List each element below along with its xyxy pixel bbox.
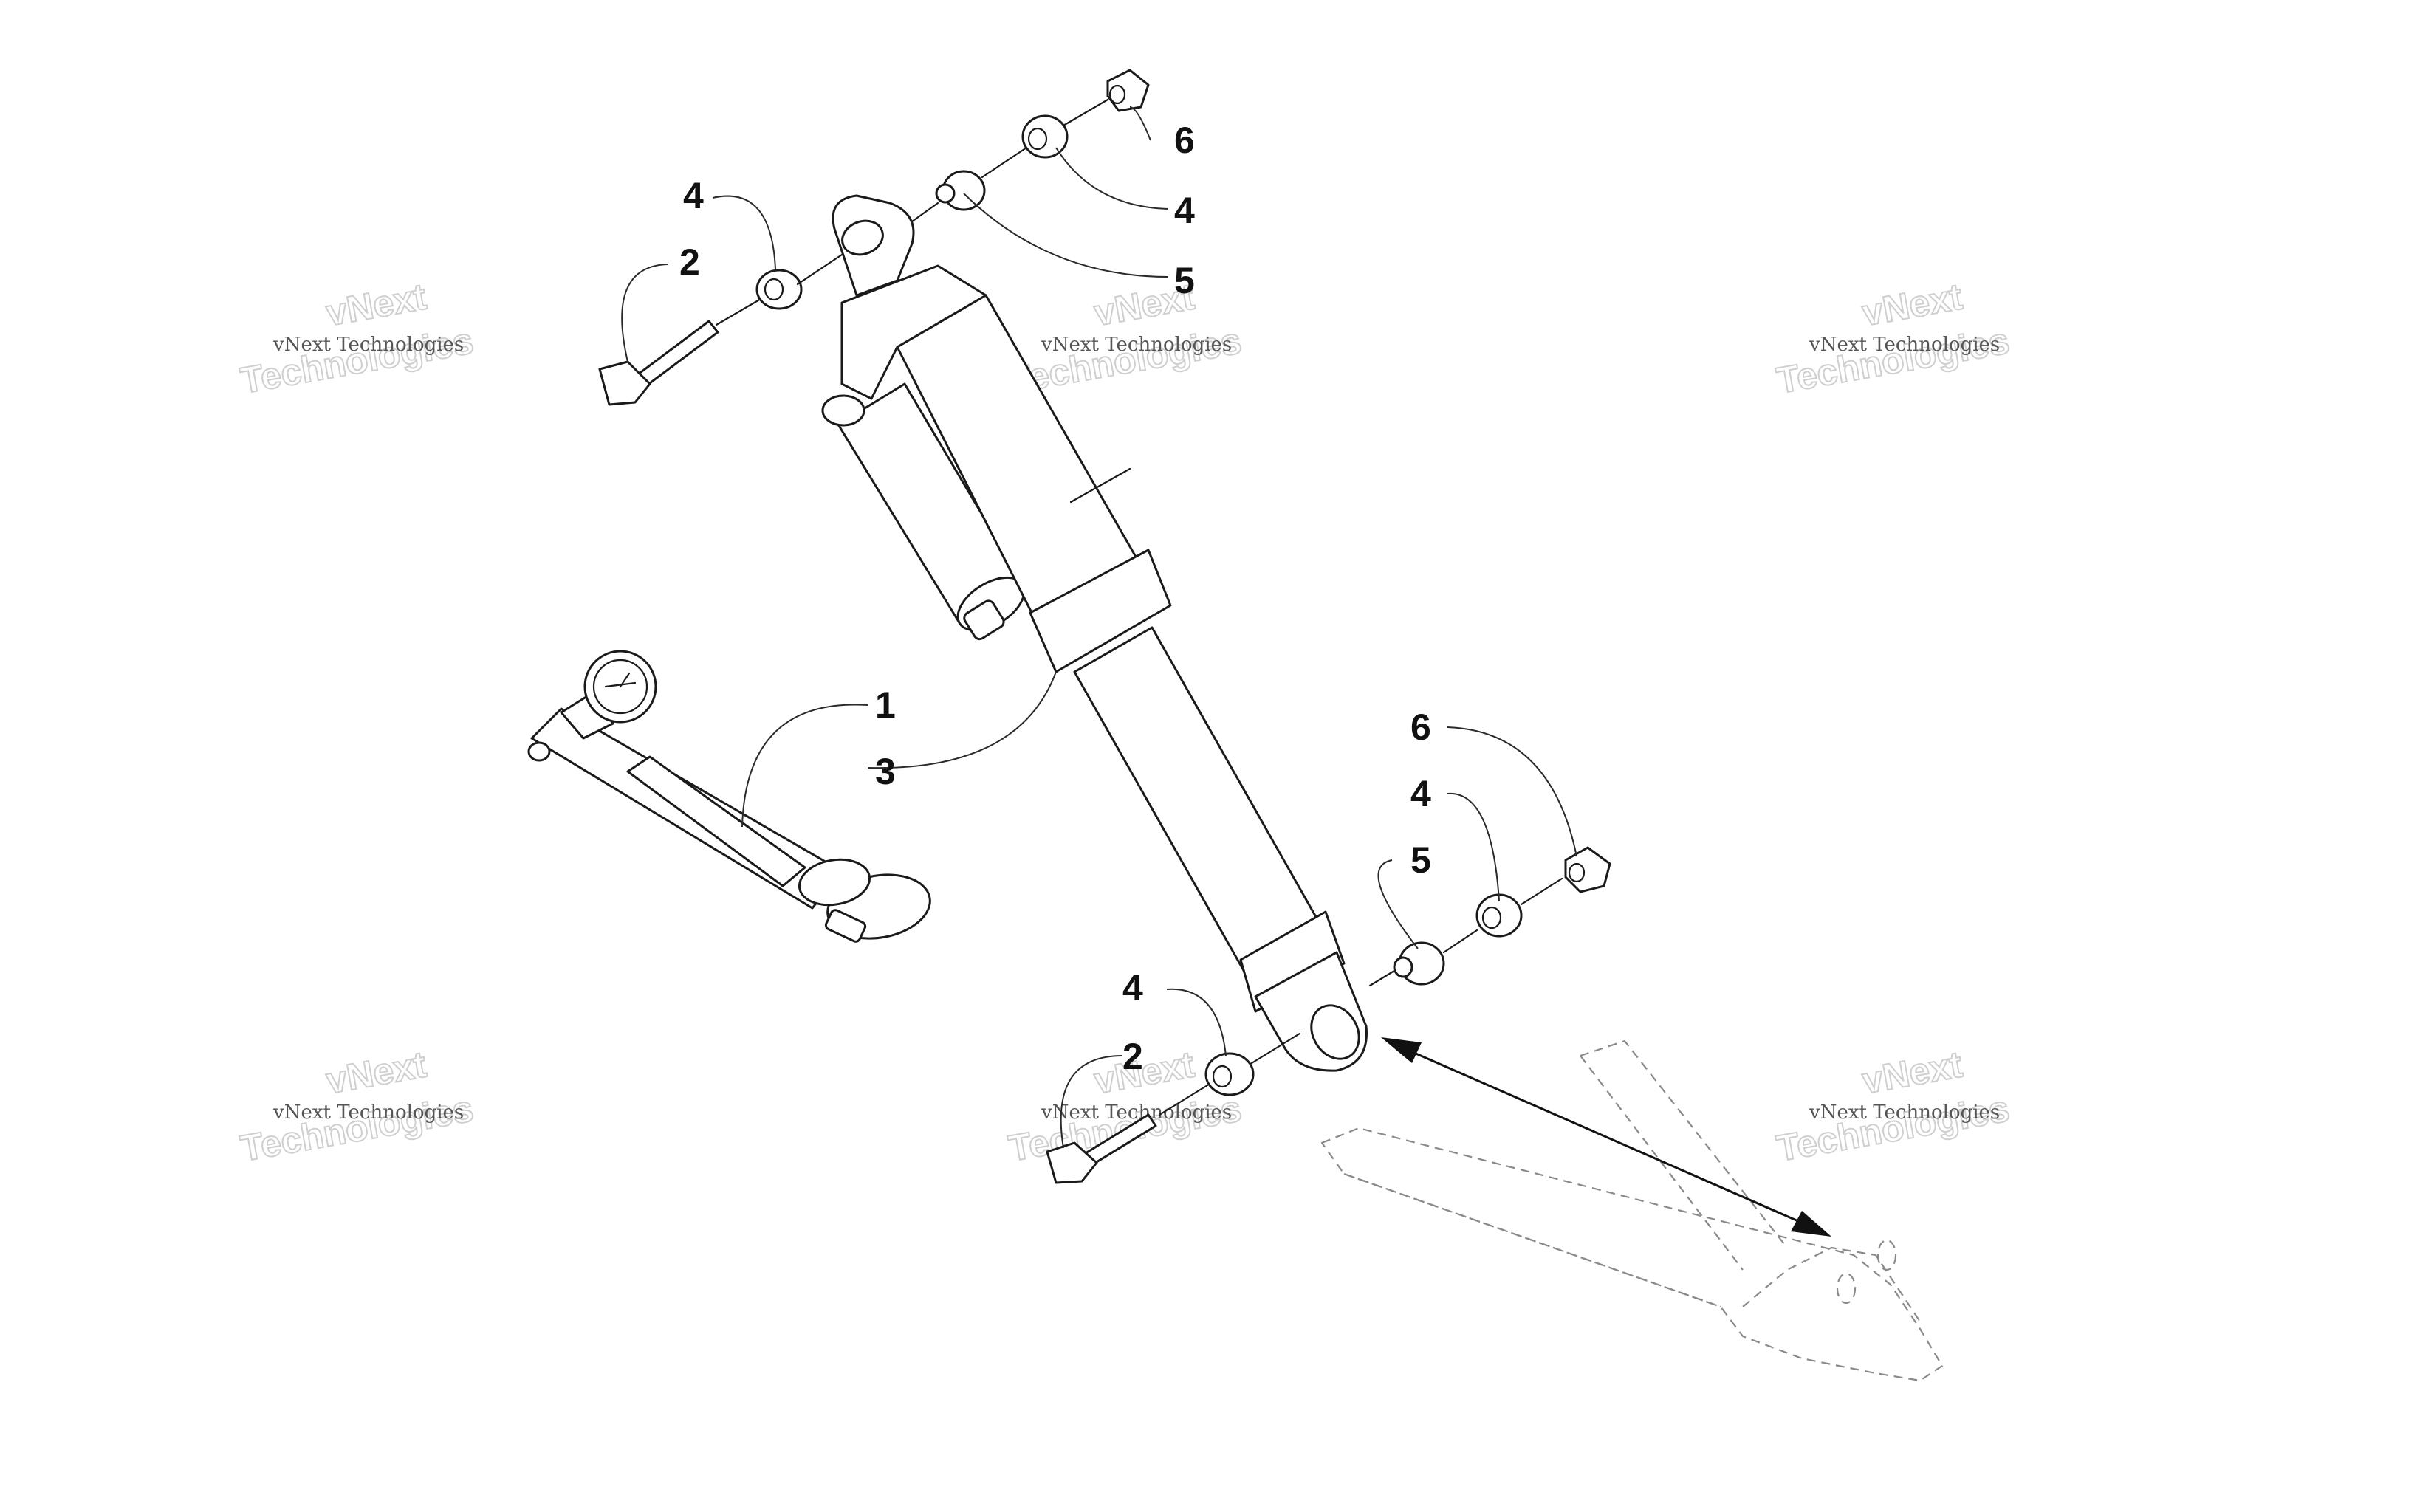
callout-6-top: 6 xyxy=(1174,120,1195,161)
axis-line-top-right-1 xyxy=(911,202,939,223)
axis-line-bottom-right-2 xyxy=(1442,929,1478,954)
svg-text:Technologies: Technologies xyxy=(1774,320,2012,401)
mounting-arrow xyxy=(1381,1037,1831,1237)
bushing-top-right xyxy=(1021,114,1069,159)
svg-text:vNext Technologies: vNext Technologies xyxy=(1041,334,1232,356)
nut-bottom xyxy=(1564,846,1611,893)
bolt-top xyxy=(598,320,719,406)
svg-text:Technologies: Technologies xyxy=(238,320,476,401)
spacer-top xyxy=(935,170,986,211)
bushing-top-left xyxy=(755,269,803,310)
axis-line-top-left xyxy=(796,253,843,286)
callout-4-bottom-left: 4 xyxy=(1122,967,1143,1008)
axis-line-top-left-2 xyxy=(715,298,762,326)
shock-absorber xyxy=(821,194,1368,1072)
svg-text:vNext Technologies: vNext Technologies xyxy=(1809,1102,2000,1124)
watermark-bottom-right: vNext Technologies vNext Technologies xyxy=(1773,1042,2013,1169)
watermark-bottom-center: vNext Technologies vNext Technologies xyxy=(1005,1042,1245,1169)
svg-text:vNext: vNext xyxy=(323,275,429,334)
axis-line-top-right-2 xyxy=(981,146,1028,179)
axis-line-bottom-right-1 xyxy=(1368,969,1396,987)
callout-2-bottom: 2 xyxy=(1122,1036,1143,1077)
watermark-bottom-left: vNext Technologies vNext Technologies xyxy=(237,1042,477,1169)
svg-text:vNext Technologies: vNext Technologies xyxy=(272,334,464,356)
callout-3: 3 xyxy=(875,751,896,792)
spacer-bottom xyxy=(1393,941,1445,986)
svg-text:vNext Technologies: vNext Technologies xyxy=(272,1102,464,1124)
callout-6-bottom: 6 xyxy=(1410,707,1431,748)
callout-2-top: 2 xyxy=(679,241,700,283)
bushing-bottom-right xyxy=(1475,893,1523,938)
callout-4-bottom-right: 4 xyxy=(1410,773,1431,814)
callout-5-bottom: 5 xyxy=(1410,839,1431,881)
ghost-a-arm xyxy=(1320,1040,1944,1382)
watermark-top-right: vNext Technologies vNext Technologies xyxy=(1773,275,2013,402)
callout-5-top: 5 xyxy=(1174,260,1195,301)
svg-text:vNext: vNext xyxy=(1091,1043,1197,1102)
bolt-bottom xyxy=(1046,1113,1157,1184)
svg-text:Technologies: Technologies xyxy=(238,1087,476,1169)
svg-text:vNext: vNext xyxy=(1859,1043,1965,1102)
svg-text:vNext: vNext xyxy=(323,1043,429,1102)
axis-line-bottom-right-3 xyxy=(1520,877,1563,906)
bushing-bottom-left xyxy=(1204,1052,1255,1096)
svg-text:vNext Technologies: vNext Technologies xyxy=(1809,334,2000,356)
svg-text:Technologies: Technologies xyxy=(1006,320,1244,401)
axis-line-top-right-3 xyxy=(1062,98,1109,127)
shock-pump-with-gauge xyxy=(527,650,931,943)
callout-1: 1 xyxy=(875,684,896,726)
axis-line-bottom-left-1 xyxy=(1250,1032,1301,1065)
leader-lines xyxy=(621,106,1577,1149)
svg-text:vNext Technologies: vNext Technologies xyxy=(1041,1102,1232,1124)
svg-text:vNext: vNext xyxy=(1859,275,1965,334)
nut-top xyxy=(1106,69,1150,112)
callout-4-top-right: 4 xyxy=(1174,190,1195,231)
svg-text:Technologies: Technologies xyxy=(1774,1087,2012,1169)
callout-4-top-left: 4 xyxy=(683,175,704,216)
axis-line-bottom-left-2 xyxy=(1158,1084,1209,1116)
watermark-top-left: vNext Technologies vNext Technologies xyxy=(237,275,477,402)
